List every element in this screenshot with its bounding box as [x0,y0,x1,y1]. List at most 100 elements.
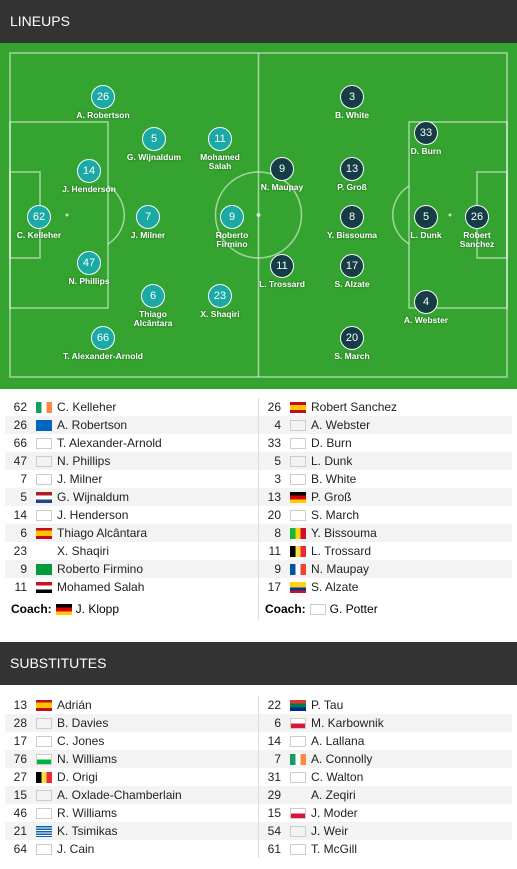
player-name[interactable]: A. Oxlade-Chamberlain [57,788,182,802]
player-name[interactable]: Robert Sanchez [311,400,398,414]
player-name[interactable]: Roberto Firmino [57,562,144,576]
player-name[interactable]: A. Zeqiri [311,788,356,802]
pitch-player-home[interactable]: 6 Thiago Alcântara [108,284,198,328]
pitch-player-away[interactable]: 33 D. Burn [381,121,471,156]
player-name[interactable]: Adrián [57,698,92,712]
player-name[interactable]: D. Origi [57,770,98,784]
player-name[interactable]: K. Tsimikas [57,824,118,838]
player-name[interactable]: A. Lallana [311,734,365,748]
player-name[interactable]: J. Milner [57,472,103,486]
player-name[interactable]: N. Phillips [57,454,111,468]
pitch-player-away[interactable]: 13 P. Groß [307,157,397,192]
player-name[interactable]: B. White [311,472,357,486]
player-name[interactable]: M. Karbownik [311,716,384,730]
player-name[interactable]: J. Weir [311,824,349,838]
player-name[interactable]: C. Jones [57,734,105,748]
pitch-player-home[interactable]: 11 Mohamed Salah [175,127,265,171]
pitch-player-away[interactable]: 26 Robert Sanchez [432,205,517,249]
player-name[interactable]: G. Wijnaldum [57,490,130,504]
pitch-player-away[interactable]: 9 N. Maupay [237,157,327,192]
player-name[interactable]: Y. Bissouma [311,526,377,540]
player-name[interactable]: N. Maupay [311,562,370,576]
player-name[interactable]: B. Davies [57,716,109,730]
pitch-player-away[interactable]: 20 S. March [307,326,397,361]
player-name[interactable]: T. McGill [311,842,357,856]
player-name[interactable]: J. Cain [57,842,95,856]
pitch-player-home[interactable]: 62 C. Kelleher [0,205,84,240]
player-name[interactable]: J. Henderson [57,508,129,522]
pitch-player-away[interactable]: 3 B. White [307,85,397,120]
player-name[interactable]: P. Groß [311,490,352,504]
player-name[interactable]: X. Shaqiri [57,544,110,558]
player-name[interactable]: S. March [311,508,360,522]
pitch-player-away[interactable]: 5 L. Dunk [381,205,471,240]
pitch-player-home[interactable]: 14 J. Henderson [44,159,134,194]
player-name[interactable]: R. Williams [57,806,117,820]
pitch-player-home[interactable]: 47 N. Phillips [44,251,134,286]
pitch-player-home[interactable]: 26 A. Robertson [58,85,148,120]
player-name[interactable]: J. Moder [311,806,358,820]
pitch-player-home[interactable]: 5 G. Wijnaldum [109,127,199,162]
pitch-player-home[interactable]: 9 Roberto Firmino [187,205,277,249]
player-name[interactable]: A. Robertson [57,418,128,432]
player-name[interactable]: C. Walton [311,770,364,784]
player-name[interactable]: C. Kelleher [57,400,117,414]
player-name[interactable]: N. Williams [57,752,117,766]
player-name[interactable]: T. Alexander-Arnold [57,436,162,450]
player-name[interactable]: D. Burn [311,436,352,450]
pitch-player-away[interactable]: 17 S. Alzate [307,254,397,289]
pitch-player-home[interactable]: 66 T. Alexander-Arnold [58,326,148,361]
pitch-player-away[interactable]: 8 Y. Bissouma [307,205,397,240]
player-name[interactable]: A. Webster [311,418,371,432]
player-name[interactable]: Mohamed Salah [57,580,145,594]
player-name[interactable]: L. Dunk [311,454,353,468]
pitch-player-away[interactable]: 4 A. Webster [381,290,471,325]
pitch-player-away[interactable]: 11 L. Trossard [237,254,327,289]
pitch-player-home[interactable]: 7 J. Milner [103,205,193,240]
player-name[interactable]: A. Connolly [311,752,373,766]
player-name[interactable]: P. Tau [311,698,344,712]
player-name[interactable]: L. Trossard [311,544,372,558]
player-name[interactable]: S. Alzate [311,580,359,594]
pitch-player-home[interactable]: 23 X. Shaqiri [175,284,265,319]
player-name[interactable]: Thiago Alcântara [57,526,148,540]
